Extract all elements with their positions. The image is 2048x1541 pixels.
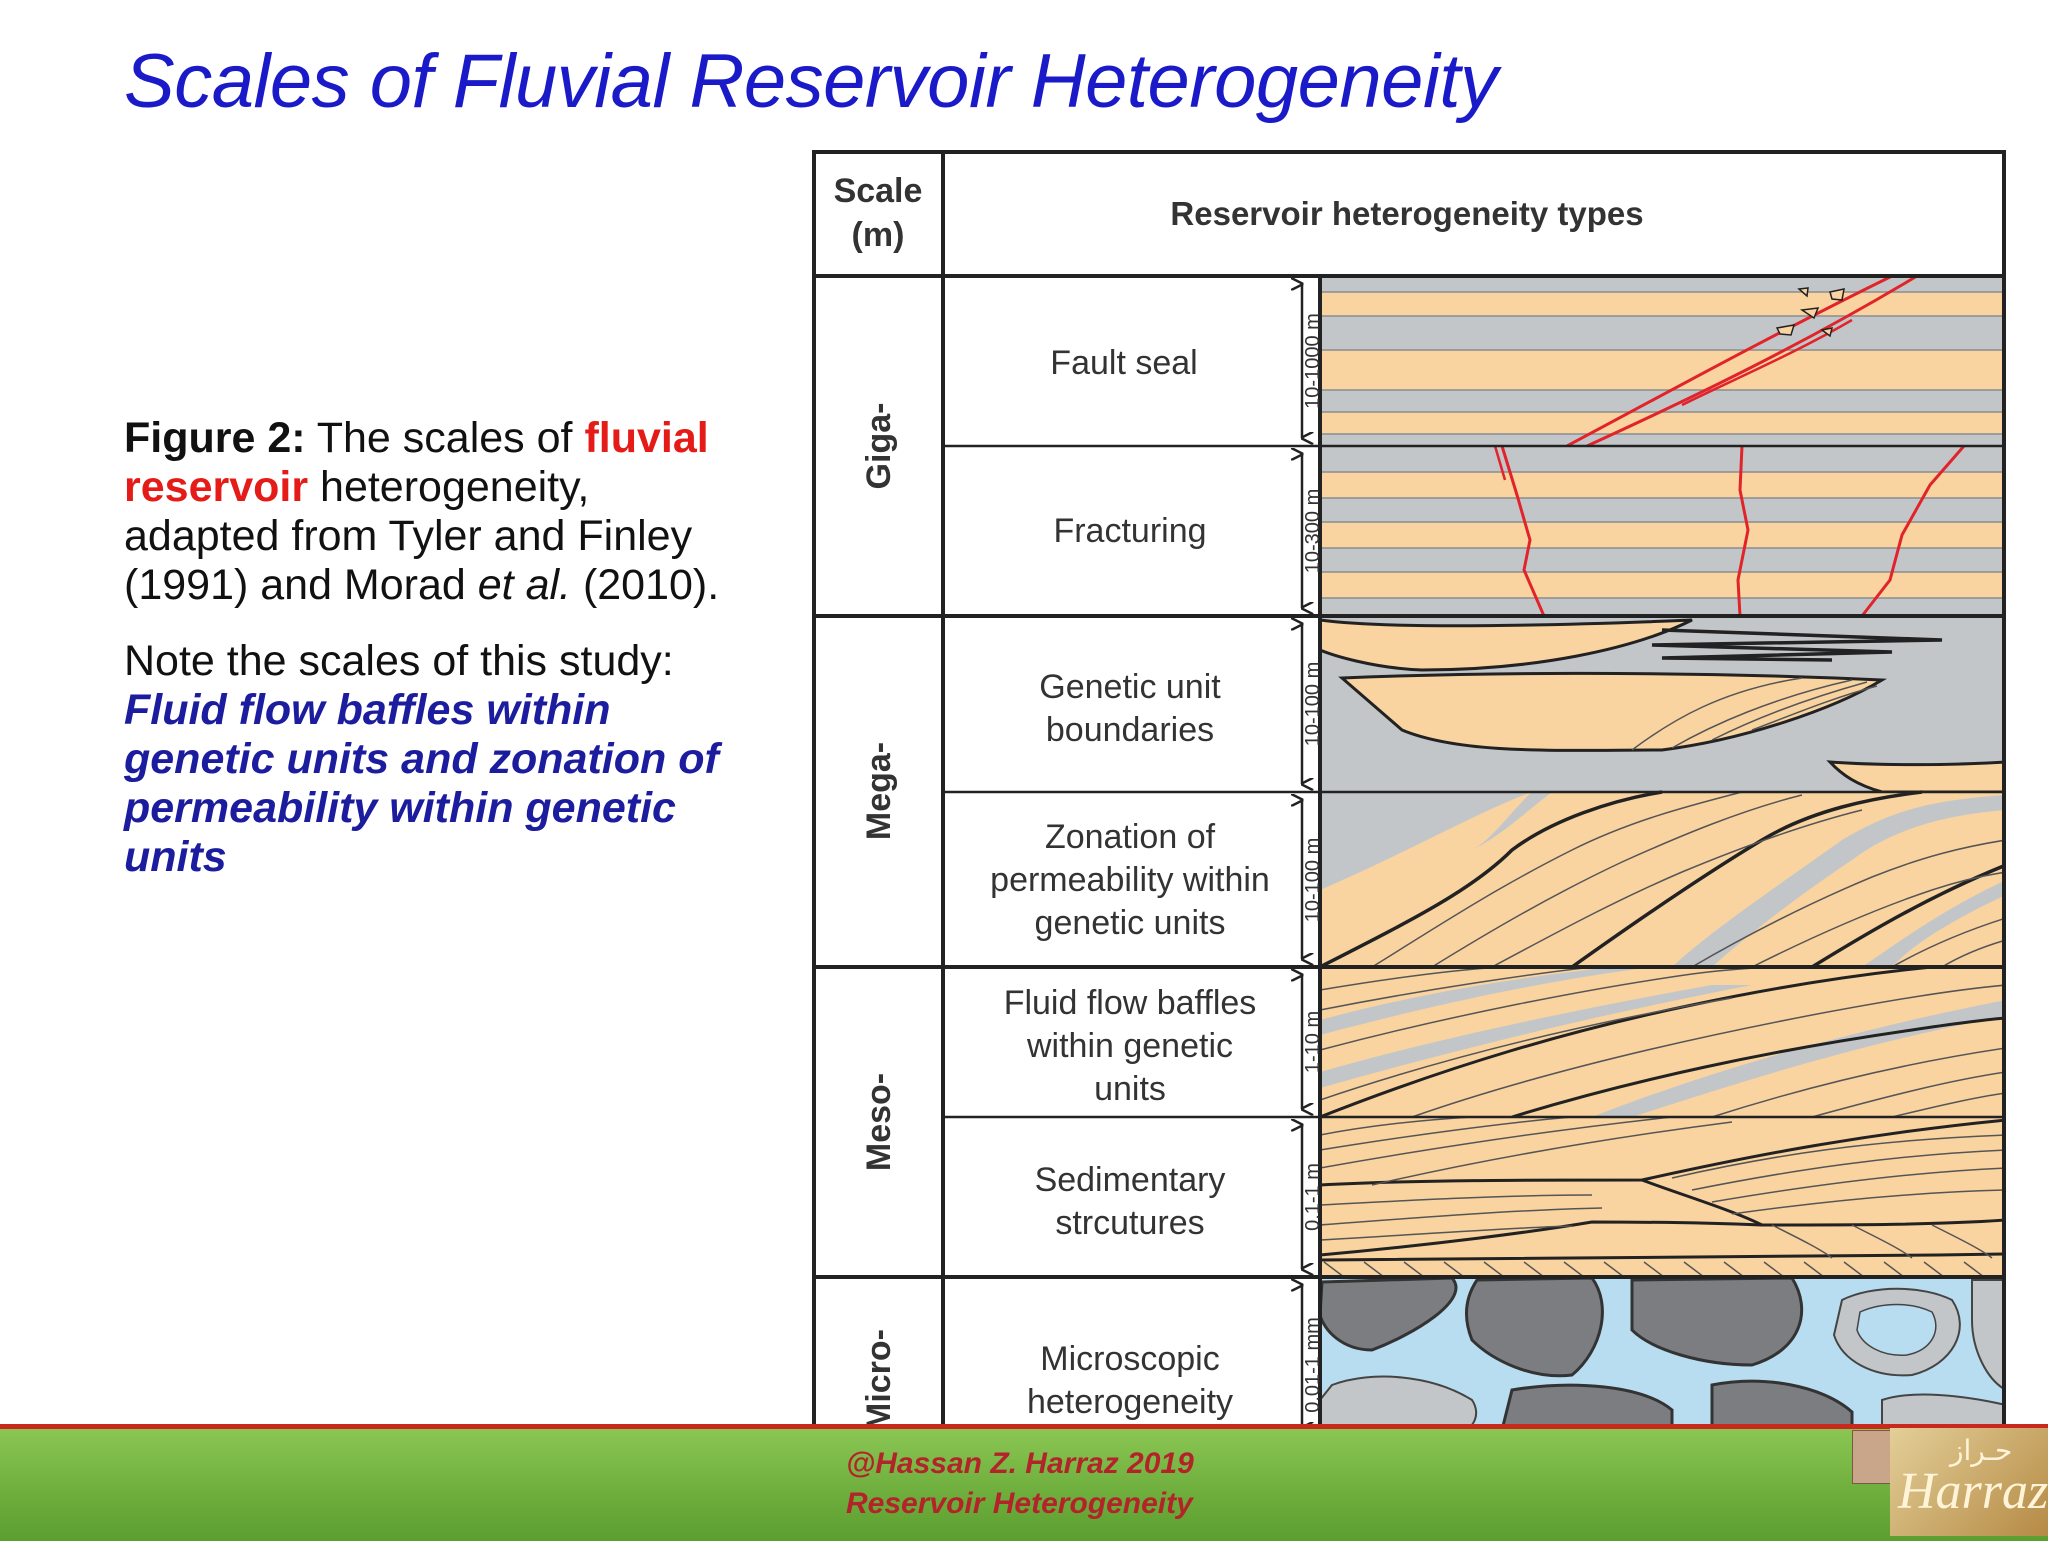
scale-label-meso: Meso-	[860, 1073, 898, 1171]
footer-credit: @Hassan Z. Harraz 2019 Reservoir Heterog…	[846, 1444, 1194, 1524]
figure-label: Figure 2:	[124, 414, 306, 462]
range-label-fault-seal: 10-1000 m	[1302, 313, 1324, 409]
author-photo	[1852, 1430, 1892, 1484]
row-label-genetic-unit-1: Genetic unit	[1039, 668, 1221, 706]
row-label-sedimentary-1: Sedimentary	[1035, 1161, 1226, 1199]
illustration-sedimentary-structures	[1320, 1116, 2004, 1278]
heterogeneity-figure: Scale (m) Reservoir heterogeneity types …	[812, 150, 2006, 1430]
range-label-fracturing: 10-300 m	[1302, 489, 1324, 574]
row-label-microscopic-1: Microscopic	[1040, 1340, 1219, 1378]
range-label-genetic-unit: 10-100 m	[1302, 662, 1324, 747]
footer-author: @Hassan Z. Harraz 2019	[846, 1447, 1194, 1480]
row-label-fault-seal: Fault seal	[1050, 344, 1197, 382]
illustration-zonation-permeability	[1320, 790, 2004, 969]
caption-paragraph: Figure 2: The scales of fluvial reservoi…	[124, 414, 724, 610]
range-label-sedimentary: 0.1-1 m	[1302, 1163, 1324, 1231]
footer-topic: Reservoir Heterogeneity	[846, 1487, 1193, 1520]
figure-caption: Figure 2: The scales of fluvial reservoi…	[124, 414, 724, 909]
footer-bar	[0, 1424, 2048, 1541]
caption-etal: et al.	[477, 561, 571, 609]
caption-highlight: fluvial reservoir	[124, 414, 709, 511]
range-label-microscopic: 0.01-1 mm	[1302, 1317, 1324, 1413]
row-label-zonation-3: genetic units	[1035, 904, 1226, 942]
logo-arabic-text: حـراز	[1950, 1434, 2013, 1467]
row-label-baffles-2: within genetic	[1026, 1027, 1233, 1065]
row-label-sedimentary-2: strcutures	[1055, 1204, 1204, 1242]
illustration-fault-seal	[1320, 275, 2004, 448]
note-paragraph: Note the scales of this study: Fluid flo…	[124, 637, 724, 882]
row-label-baffles-1: Fluid flow baffles	[1004, 984, 1257, 1022]
range-label-baffles: 1-10 m	[1302, 1011, 1324, 1073]
row-label-baffles-3: units	[1094, 1070, 1166, 1108]
illustration-fracturing	[1320, 445, 2004, 617]
illustration-fluid-flow-baffles	[1320, 965, 2004, 1119]
header-unit: (m)	[852, 216, 905, 254]
note-emphasis: Fluid flow baffles within genetic units …	[124, 686, 719, 881]
illustration-microscopic	[1320, 1276, 2004, 1430]
note-text: Note the scales of this study:	[124, 637, 674, 685]
range-label-zonation: 10-100 m	[1302, 838, 1324, 923]
scale-label-micro: Micro-	[860, 1329, 898, 1430]
caption-text-3: (2010).	[571, 561, 720, 609]
row-dividers	[943, 444, 2004, 1119]
row-label-genetic-unit-2: boundaries	[1046, 711, 1214, 749]
header-scale: Scale	[834, 172, 923, 210]
row-label-zonation-2: permeability within	[990, 861, 1270, 899]
harraz-logo	[1890, 1428, 2048, 1536]
illustration-genetic-unit-boundaries	[1320, 616, 2004, 794]
header-types: Reservoir heterogeneity types	[1170, 195, 1643, 232]
row-label-fracturing: Fracturing	[1053, 512, 1206, 550]
logo-text: Harraz	[1898, 1463, 2048, 1520]
row-label-microscopic-2: heterogeneity	[1027, 1383, 1233, 1421]
row-label-zonation-1: Zonation of	[1045, 818, 1216, 856]
caption-text-1: The scales of	[305, 414, 585, 462]
scale-label-mega: Mega-	[860, 742, 898, 840]
scale-label-giga: Giga-	[860, 403, 898, 490]
slide-title: Scales of Fluvial Reservoir Heterogeneit…	[124, 39, 1498, 124]
caption-text-2: heterogeneity, adapted from Tyler and Fi…	[124, 463, 693, 609]
